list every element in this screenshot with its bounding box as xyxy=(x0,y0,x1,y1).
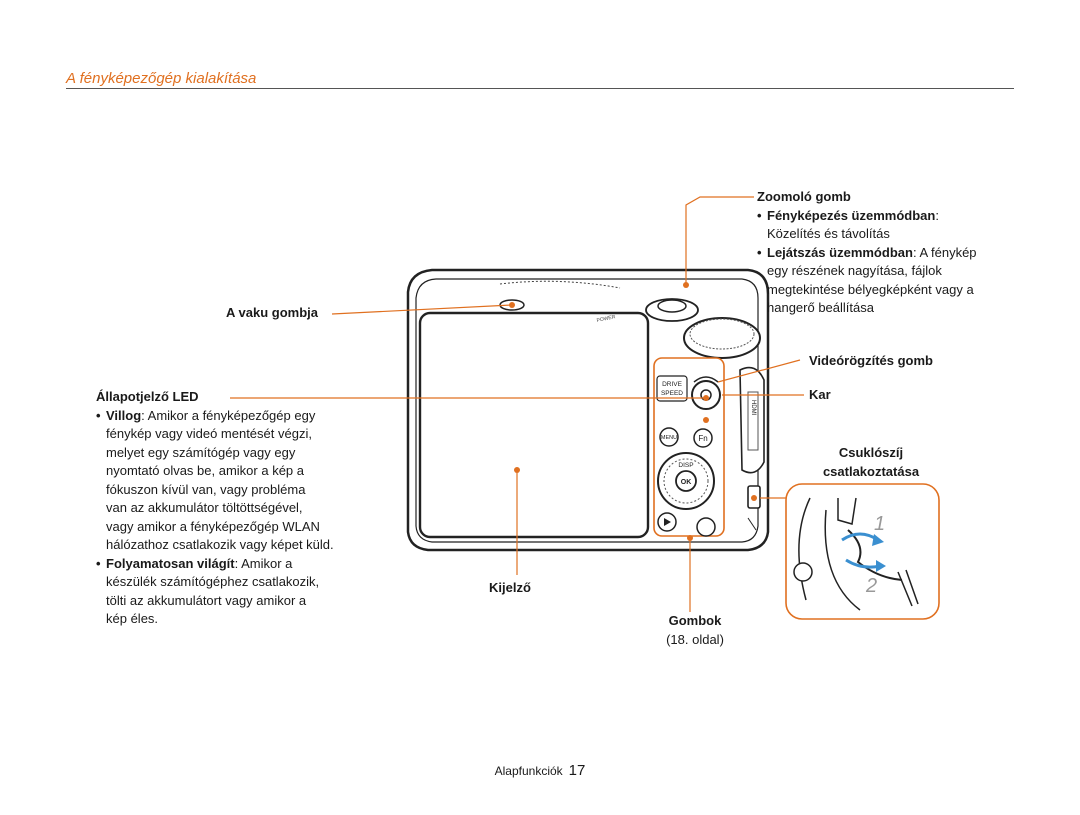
zoom-item-shooting: Fényképezés üzemmódban: Közelítés és táv… xyxy=(757,207,1017,244)
strap-inset xyxy=(785,483,940,620)
page-title: A fényképezőgép kialakítása xyxy=(66,70,257,87)
display-label: Kijelző xyxy=(489,580,531,595)
hdmi-label: HDMI xyxy=(750,400,756,416)
video-button-label: Videórögzítés gomb xyxy=(809,353,933,368)
ok-label: OK xyxy=(681,479,692,486)
led-section: Állapotjelző LED Villog: Amikor a fényké… xyxy=(96,388,376,629)
fn-label: Fn xyxy=(698,434,707,443)
strap-label: Csuklószíj csatlakoztatása xyxy=(822,445,920,479)
strap-step-2: 2 xyxy=(865,575,877,597)
drive-label-2: SPEED xyxy=(661,390,683,397)
page-number: 17 xyxy=(568,762,586,779)
title-rule xyxy=(66,88,1014,89)
strap-step-1: 1 xyxy=(874,513,885,535)
flash-button-label: A vaku gombja xyxy=(226,305,318,320)
leader-dots xyxy=(509,282,757,541)
page-footer: Alapfunkciók 17 xyxy=(0,762,1080,779)
zoom-section: Zoomoló gomb Fényképezés üzemmódban: Köz… xyxy=(757,188,1017,318)
disp-label: DISP xyxy=(678,462,693,469)
zoom-title: Zoomoló gomb xyxy=(757,189,851,204)
led-item-solid: Folyamatosan világít: Amikor a készülék … xyxy=(96,555,376,629)
power-label: POWER xyxy=(596,314,616,324)
led-title: Állapotjelző LED xyxy=(96,389,199,404)
buttons-label: Gombok (18. oldal) xyxy=(666,613,724,647)
camera-body xyxy=(406,268,770,552)
led-item-blink: Villog: Amikor a fényképezőgép egy fényk… xyxy=(96,407,376,555)
drive-label-1: DRIVE xyxy=(662,381,683,388)
footer-section: Alapfunkciók xyxy=(494,764,563,778)
lever-label: Kar xyxy=(809,387,831,402)
zoom-item-playback: Lejátszás üzemmódban: A fénykép egy rész… xyxy=(757,244,1017,318)
leader-lines xyxy=(230,196,804,612)
menu-label: MENU xyxy=(661,435,677,441)
